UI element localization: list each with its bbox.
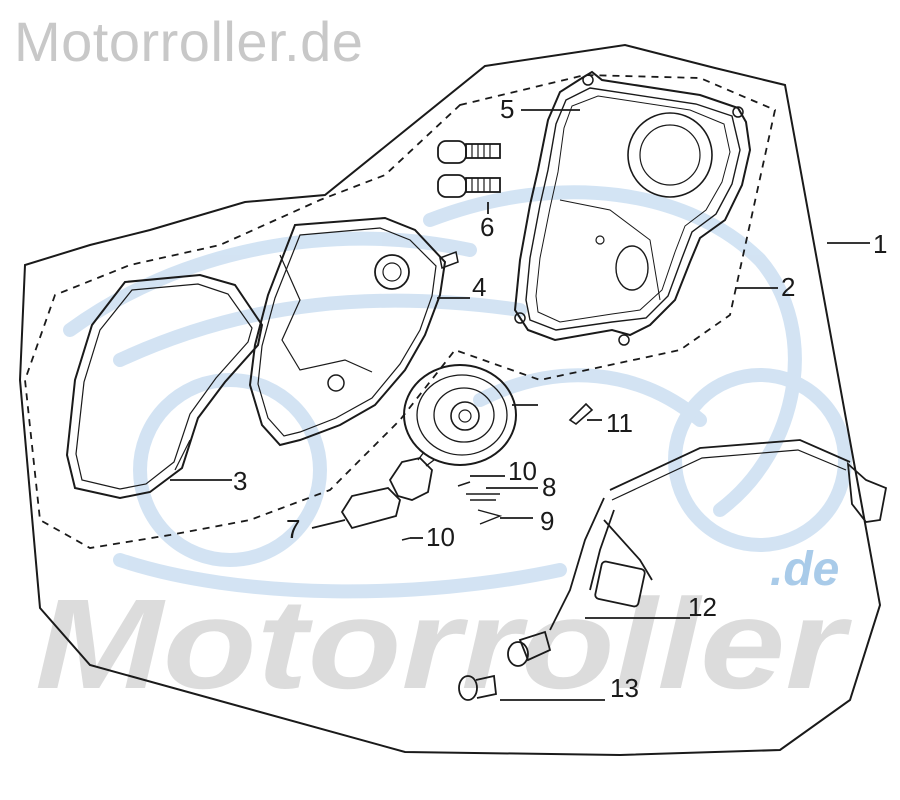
assembly-boundary xyxy=(18,43,882,757)
callout-4: 4 xyxy=(472,272,486,302)
leader-lines xyxy=(170,109,870,701)
small-fasteners xyxy=(401,402,594,541)
callout-11: 11 xyxy=(606,408,633,438)
callout-1: 1 xyxy=(873,229,887,259)
watermark-swoosh xyxy=(63,185,852,599)
parking-bulb xyxy=(458,674,497,701)
callout-2: 2 xyxy=(781,272,795,302)
headlight-lens xyxy=(65,273,264,500)
callout-8: 8 xyxy=(542,472,556,502)
reflector xyxy=(248,216,459,447)
watermark-brand: Motorroller xyxy=(35,573,852,716)
callout-12: 12 xyxy=(688,592,717,622)
headlight-housing xyxy=(513,70,752,346)
callout-7: 7 xyxy=(286,514,300,544)
callout-10-upper: 10 xyxy=(508,456,537,486)
callout-10-lower: 10 xyxy=(426,522,455,552)
callout-9: 9 xyxy=(540,506,554,536)
headlight-bulb xyxy=(340,451,435,530)
callout-3: 3 xyxy=(233,466,247,496)
screws xyxy=(437,140,501,198)
wiring-harness xyxy=(507,439,888,667)
watermark: Motorroller .de xyxy=(35,185,852,716)
callout-labels: 1 2 3 4 5 6 7 8 9 10 10 11 12 13 xyxy=(233,94,887,703)
site-title: Motorroller.de xyxy=(14,10,364,73)
callout-6: 6 xyxy=(480,212,494,242)
callout-5: 5 xyxy=(500,94,514,124)
leader-7 xyxy=(311,519,346,529)
bulb-socket-ring xyxy=(403,364,517,466)
watermark-tld: .de xyxy=(770,543,839,596)
subassembly-dashed-boundary xyxy=(24,74,777,549)
callout-13: 13 xyxy=(610,673,639,703)
